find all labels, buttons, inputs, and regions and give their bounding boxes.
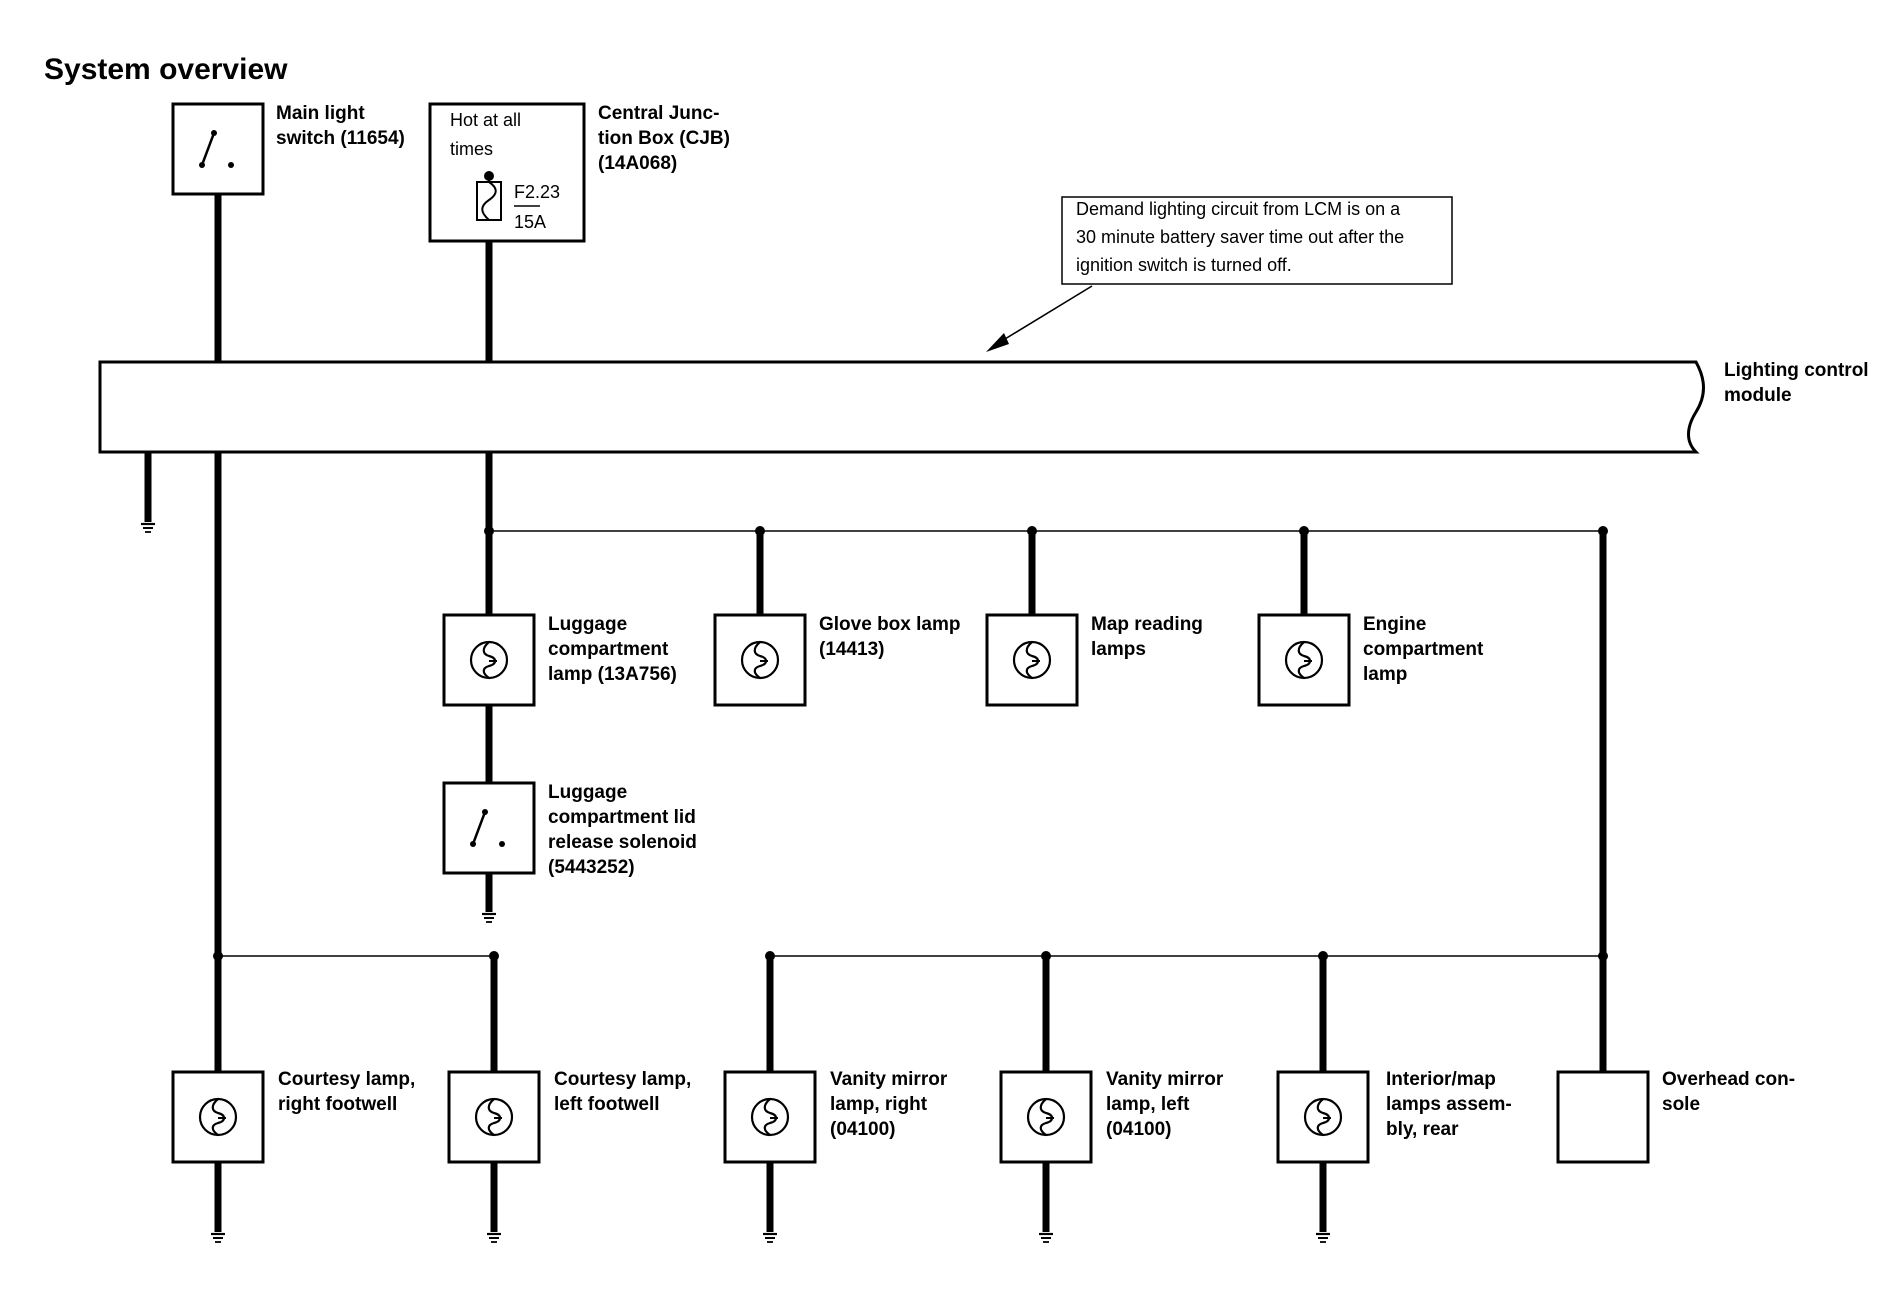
note-leader-line <box>999 285 1093 343</box>
interior-map-rear-label: Interior/map lamps assem- bly, rear <box>1386 1069 1517 1140</box>
vanity-mirror-right-label: Vanity mirror lamp, right (04100) <box>830 1069 953 1140</box>
ground-icon <box>761 1232 779 1244</box>
main-light-switch-box <box>171 102 265 196</box>
lcm-label: Lighting control module <box>1724 360 1874 406</box>
cjb-box <box>428 102 586 243</box>
note-callout <box>1061 196 1453 285</box>
ground-icon <box>139 522 157 534</box>
overhead-console-label: Overhead con- sole <box>1662 1069 1800 1115</box>
glove-box-lamp-label: Glove box lamp (14413) <box>819 614 966 660</box>
page-title: System overview <box>44 53 288 86</box>
luggage-solenoid-box <box>442 781 536 875</box>
vanity-mirror-left-label: Vanity mirror lamp, left (04100) <box>1106 1069 1229 1140</box>
cjb-label: Central Junc- tion Box (CJB) (14A068) <box>598 103 735 174</box>
luggage-solenoid-label: Luggage compartment lid release solenoid… <box>548 782 702 878</box>
note-text: Demand lighting circuit from LCM is on a… <box>1076 199 1409 275</box>
engine-lamp-label: Engine compartment lamp <box>1363 614 1489 685</box>
fuse-rating: 15A <box>514 212 546 232</box>
ground-icon <box>209 1232 227 1244</box>
ground-icon <box>1037 1232 1055 1244</box>
note-arrowhead <box>986 333 1009 352</box>
interior-map-rear-box <box>1276 1070 1370 1164</box>
ground-icon <box>480 912 498 924</box>
ground-icon <box>485 1232 503 1244</box>
fuse-icon <box>476 171 502 221</box>
ground-icon <box>1314 1232 1332 1244</box>
fuse-id: F2.23 <box>514 182 560 202</box>
overhead-console-box <box>1556 1070 1650 1164</box>
lighting-control-module <box>98 360 1705 454</box>
main-light-switch-label: Main light switch (11654) <box>276 103 405 149</box>
courtesy-lamp-right-label: Courtesy lamp, right footwell <box>278 1069 421 1115</box>
cjb-hot-label: Hot at all times <box>450 110 526 159</box>
courtesy-lamp-left-label: Courtesy lamp, left footwell <box>554 1069 697 1115</box>
map-reading-lamps-label: Map reading lamps <box>1091 614 1208 660</box>
luggage-lamp-label: Luggage compartment lamp (13A756) <box>548 614 677 685</box>
